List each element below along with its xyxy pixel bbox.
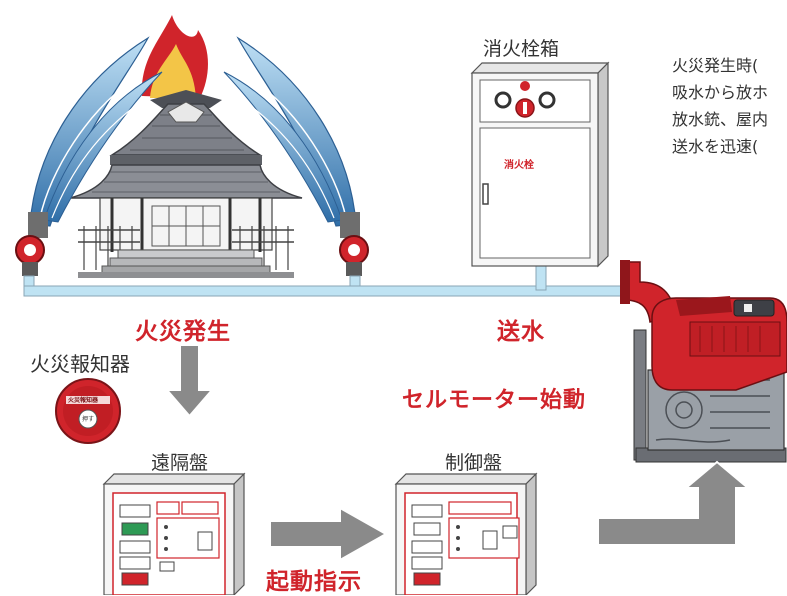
fire-outbreak-label: 火災発生 (135, 319, 231, 345)
nozzle-left-icon (15, 212, 48, 276)
description-line: 送水を迅速( (672, 137, 759, 156)
control-panel-label: 制御盤 (445, 452, 503, 474)
hydrant-box-label: 消火栓箱 (483, 38, 560, 60)
water-spray-right (223, 36, 357, 227)
temple-stairs (78, 249, 294, 278)
remote-panel-icon (102, 472, 246, 595)
start-instruction-label: 起動指示 (266, 569, 362, 595)
fire-detector-label: 火災報知器 (30, 352, 130, 376)
description-line: 吸水から放ホ (672, 83, 769, 102)
control-panel-icon (394, 472, 538, 595)
hydrant-door-label: 消火栓 (504, 160, 534, 171)
description-line: 火災発生時( (672, 56, 759, 75)
arrow-up-right-icon (597, 460, 751, 546)
detector-button-label: 押す (82, 416, 95, 423)
water-spray-left (29, 36, 163, 227)
temple-building (69, 15, 303, 278)
arrow-right-icon (269, 506, 389, 562)
nozzle-right-icon (339, 212, 369, 276)
water-supply-label: 送水 (497, 319, 545, 345)
cell-motor-start-label: セルモーター始動 (402, 388, 587, 413)
hydrant-box (470, 61, 610, 268)
flame-icon (141, 15, 208, 98)
arrow-down-icon (164, 344, 215, 418)
description-text: 火災発生時( 吸水から放ホ 放水銃、屋内 送水を迅速( (672, 52, 787, 160)
fire-detector-icon (55, 378, 121, 444)
fire-pump-icon (620, 260, 787, 463)
description-line: 放水銃、屋内 (672, 110, 769, 129)
remote-panel-label: 遠隔盤 (151, 452, 209, 474)
detector-plate-label: 火災報知器 (68, 397, 99, 404)
